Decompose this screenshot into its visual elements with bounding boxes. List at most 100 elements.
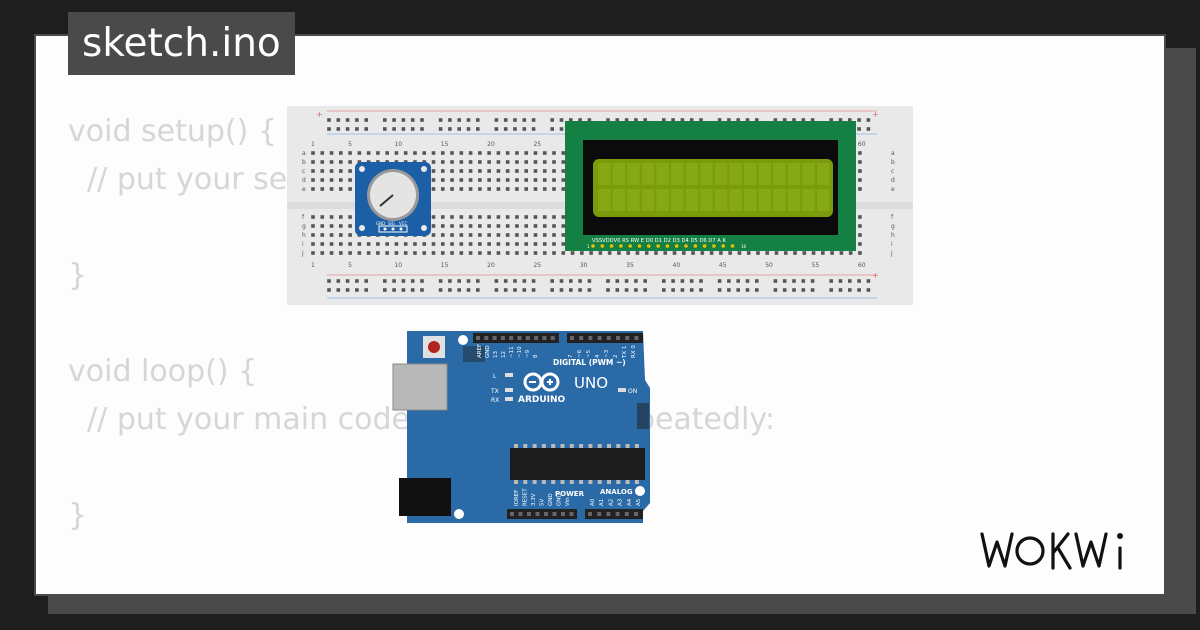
column-number: 40 — [673, 262, 681, 269]
terminal-hole — [654, 251, 658, 255]
rail-hole — [773, 118, 778, 122]
rail-hole — [550, 127, 554, 131]
terminal-hole — [394, 251, 399, 255]
rail-hole — [438, 288, 443, 292]
terminal-hole — [440, 178, 445, 182]
reset-button-cap — [428, 341, 440, 353]
rail-hole — [810, 288, 815, 292]
digital-pin-label: ~3 — [604, 349, 610, 358]
terminal-hole — [478, 187, 482, 191]
header-pin — [597, 336, 602, 340]
terminal-hole — [440, 251, 445, 255]
terminal-hole — [858, 242, 862, 246]
column-number: 10 — [394, 141, 402, 148]
terminal-hole — [450, 169, 454, 173]
terminal-hole — [478, 233, 482, 237]
rail-hole — [829, 288, 833, 292]
terminal-hole — [366, 242, 371, 246]
rail-hole — [531, 127, 536, 131]
terminal-hole — [478, 251, 482, 255]
terminal-hole — [394, 242, 399, 246]
header-pin — [500, 336, 505, 340]
terminal-hole — [524, 224, 529, 228]
terminal-hole — [561, 169, 566, 173]
rail-hole — [466, 279, 471, 283]
header-pin — [634, 336, 639, 340]
terminal-hole — [329, 224, 334, 228]
terminal-hole — [459, 224, 464, 228]
terminal-hole — [496, 160, 501, 164]
rail-hole — [420, 288, 424, 292]
digital-label: DIGITAL (PWM ~) — [553, 358, 626, 367]
rail-hole — [410, 118, 415, 122]
terminal-hole — [570, 251, 575, 255]
pin — [383, 227, 387, 231]
chip-leg — [579, 444, 584, 448]
terminal-hole — [440, 151, 445, 155]
terminal-hole — [366, 151, 371, 155]
rail-hole — [792, 288, 796, 292]
terminal-hole — [821, 251, 825, 255]
rail-hole — [689, 288, 694, 292]
terminal-hole — [311, 215, 315, 219]
terminal-hole — [858, 151, 862, 155]
lcd-char-cell — [817, 163, 830, 185]
rail-hole — [559, 118, 564, 122]
rail-hole — [866, 279, 871, 283]
rail-hole — [327, 118, 331, 122]
terminal-hole — [496, 178, 501, 182]
rail-hole — [801, 279, 806, 283]
rail-hole — [494, 118, 499, 122]
column-number: 1 — [311, 262, 315, 269]
terminal-hole — [431, 151, 436, 155]
rail-hole — [587, 118, 592, 122]
rail-hole — [392, 127, 396, 131]
lcd-pin — [684, 244, 688, 248]
rail-hole — [401, 279, 406, 283]
lcd-pin — [656, 244, 660, 248]
code-line: } — [68, 498, 88, 533]
terminal-hole — [487, 160, 491, 164]
rail-hole — [569, 118, 573, 122]
potentiometer[interactable]: GND SIG VCC — [355, 162, 431, 236]
terminal-hole — [589, 251, 593, 255]
lcd-char-cell — [758, 163, 772, 185]
terminal-hole — [431, 187, 436, 191]
digital-pin-label: ~5 — [586, 349, 592, 358]
lcd-char-cell — [773, 163, 786, 185]
rail-hole — [782, 288, 787, 292]
terminal-hole — [700, 251, 705, 255]
rail-hole — [792, 279, 796, 283]
rail-hole — [336, 127, 341, 131]
terminal-hole — [385, 251, 389, 255]
lcd-pin-start: 1 — [587, 244, 590, 249]
row-letter: f — [302, 214, 305, 221]
terminal-hole — [468, 169, 473, 173]
header-pin — [518, 512, 523, 516]
column-number: 5 — [348, 141, 352, 148]
terminal-hole — [728, 251, 732, 255]
breadboard-labels: 1155101015152020252530303535404045455050… — [301, 141, 895, 269]
rail-hole — [745, 279, 750, 283]
lcd-display[interactable]: VSSVDDV0 RS RW E D0 D1 D2 D3 D4 D5 D6 D7… — [565, 121, 856, 251]
rail-hole — [550, 279, 554, 283]
rail-hole — [569, 279, 573, 283]
terminal-hole — [552, 151, 556, 155]
terminal-hole — [515, 169, 519, 173]
rail-hole — [699, 279, 703, 283]
header-pin — [561, 512, 565, 516]
file-title[interactable]: sketch.ino — [68, 12, 295, 75]
rail-hole — [345, 127, 350, 131]
rail-hole — [829, 279, 833, 283]
lcd-pin — [637, 244, 642, 248]
rail-hole — [448, 127, 452, 131]
digital-pin-label: ~9 — [525, 349, 531, 358]
terminal-hole — [431, 215, 436, 219]
mount-hole — [359, 225, 365, 231]
terminal-hole — [459, 169, 464, 173]
lcd-cells — [598, 163, 830, 211]
chip-leg — [616, 444, 621, 448]
terminal-hole — [626, 251, 630, 255]
rail-hole — [345, 118, 350, 122]
